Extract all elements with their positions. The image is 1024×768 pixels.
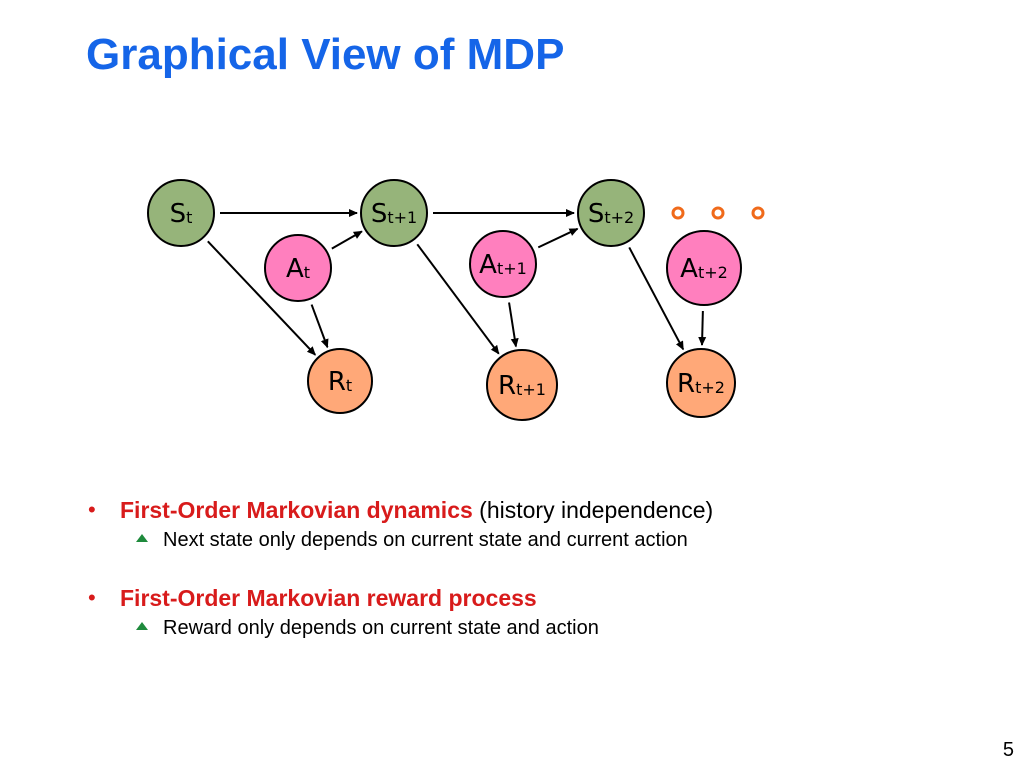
reward-node-label: Rt <box>328 367 352 397</box>
node-reward-r2: Rt+2 <box>666 348 736 418</box>
bullet-reward: • First-Order Markovian reward process <box>86 582 986 614</box>
state-node-circle <box>147 179 215 247</box>
ellipsis-dot <box>711 206 725 220</box>
node-action-a0: At <box>264 234 332 302</box>
node-action-a2: At+2 <box>666 230 742 306</box>
bullet-emphasis: First-Order Markovian dynamics <box>120 497 473 523</box>
ellipsis-dot <box>751 206 765 220</box>
edge-s1-to-r1 <box>416 243 500 355</box>
bullet-dot-icon: • <box>88 585 96 610</box>
action-node-label: At <box>286 254 310 284</box>
triangle-bullet-icon <box>136 534 148 542</box>
action-node-circle <box>666 230 742 306</box>
edge-s2-to-r2 <box>628 246 685 351</box>
state-node-circle <box>577 179 645 247</box>
edge-a0-to-s1 <box>331 230 363 250</box>
edges-layer <box>207 209 707 356</box>
action-node-label: At+2 <box>680 254 728 284</box>
state-node-label: St <box>170 199 193 229</box>
bullet-list: • First-Order Markovian dynamics (history… <box>86 494 986 642</box>
state-node-label: St+2 <box>588 199 634 229</box>
nodes-layer: St St+1 St+2At At+1 At+2Rt Rt+1 Rt+2 <box>147 179 742 421</box>
bullet-dynamics: • First-Order Markovian dynamics (history… <box>86 494 986 526</box>
node-action-a1: At+1 <box>469 230 537 298</box>
edge-a1-to-r1 <box>508 302 519 348</box>
reward-node-label: Rt+2 <box>677 369 725 399</box>
node-state-s1: St+1 <box>360 179 428 247</box>
sub-bullet-dynamics: Next state only depends on current state… <box>86 526 986 554</box>
reward-node-circle <box>666 348 736 418</box>
state-node-circle <box>360 179 428 247</box>
sub-bullet-text: Reward only depends on current state and… <box>163 617 599 639</box>
edge-a2-to-r2 <box>698 310 707 347</box>
bullet-rest: (history independence) <box>472 497 714 523</box>
reward-node-circle <box>307 348 373 414</box>
ellipsis-dot <box>671 206 685 220</box>
action-node-label: At+1 <box>479 250 527 280</box>
node-reward-r1: Rt+1 <box>486 349 558 421</box>
node-state-s0: St <box>147 179 215 247</box>
sub-bullet-reward: Reward only depends on current state and… <box>86 614 986 642</box>
action-node-circle <box>469 230 537 298</box>
bullet-dot-icon: • <box>88 497 96 522</box>
sub-bullet-text: Next state only depends on current state… <box>163 529 688 551</box>
reward-node-circle <box>486 349 558 421</box>
reward-node-label: Rt+1 <box>498 371 546 401</box>
bullet-emphasis: First-Order Markovian reward process <box>120 585 537 611</box>
ellipsis <box>671 206 765 220</box>
slide-title: Graphical View of MDP <box>86 30 565 79</box>
action-node-circle <box>264 234 332 302</box>
node-state-s2: St+2 <box>577 179 645 247</box>
edge-a1-to-s2 <box>537 227 579 249</box>
page-number: 5 <box>1002 739 1014 761</box>
edge-s0-to-r0 <box>207 240 316 356</box>
triangle-bullet-icon <box>136 622 148 630</box>
state-node-label: St+1 <box>371 199 417 229</box>
edge-a0-to-r0 <box>310 304 329 349</box>
node-reward-r0: Rt <box>307 348 373 414</box>
